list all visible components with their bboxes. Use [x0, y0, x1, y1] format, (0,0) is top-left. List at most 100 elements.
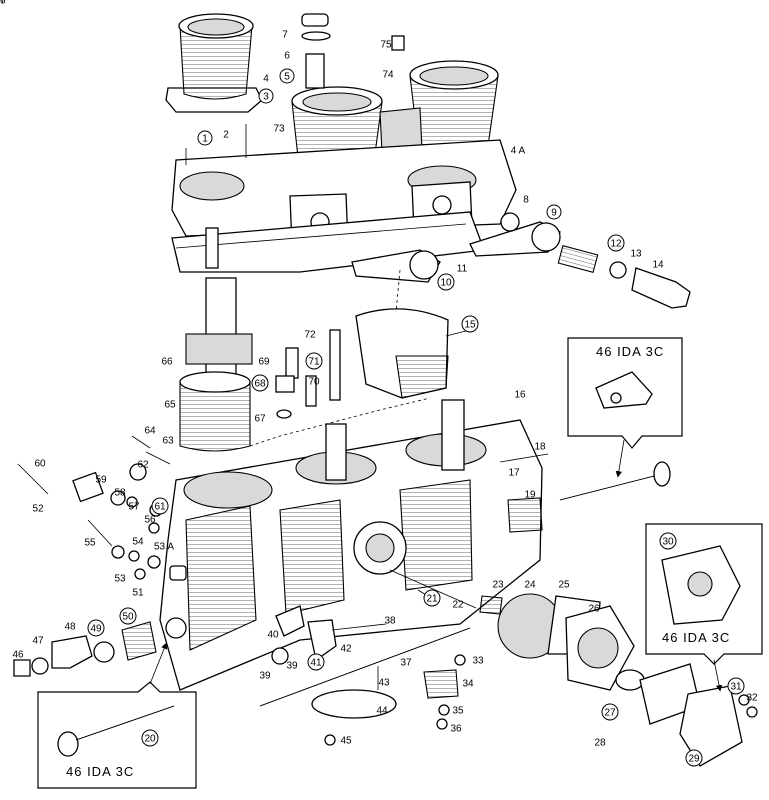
callout-text: 33	[472, 656, 484, 667]
callout-text: 54	[132, 537, 144, 548]
callout-text: 17	[508, 468, 520, 479]
callout-text: 22	[452, 600, 464, 611]
callout-text: 4	[263, 74, 269, 85]
callout-circle	[546, 204, 562, 220]
callout-text: 19	[524, 490, 536, 501]
callout-19: 19	[524, 490, 536, 501]
callout-5: 5	[279, 68, 295, 84]
callout-text: 60	[34, 459, 46, 470]
callout-text: 29	[688, 754, 700, 765]
callout-text: 49	[90, 624, 102, 635]
callout-77: 77	[0, 0, 6, 7]
callout-text: 59	[95, 475, 107, 486]
callout-24: 24	[524, 580, 536, 591]
callout-circle	[119, 607, 137, 625]
callout-text: 2	[223, 130, 229, 141]
callout-30: 30	[659, 532, 677, 550]
callout-64: 64	[144, 426, 156, 437]
callout-35: 35	[452, 706, 464, 717]
float-assembly	[179, 227, 253, 452]
callout-circle	[151, 497, 169, 515]
callout-38: 38	[384, 616, 396, 627]
callout-text: 51	[132, 588, 144, 599]
callout-text: 9	[551, 208, 557, 219]
callout-circle	[659, 532, 677, 550]
inset-arrow-right	[713, 659, 723, 692]
callout-text: 28	[594, 738, 606, 749]
callout-55: 55	[84, 538, 96, 549]
callout-text: 10	[440, 278, 452, 289]
intake-trumpet-left	[165, 13, 263, 113]
callout-text: 14	[652, 260, 664, 271]
callout-text: 12	[610, 239, 622, 250]
callout-circle	[461, 315, 479, 333]
callout-text: 73	[273, 124, 285, 135]
callout-text: 74	[382, 70, 394, 81]
callout-39: 39	[259, 671, 271, 682]
callout-text: 11	[457, 264, 468, 275]
callout-25: 25	[558, 580, 570, 591]
callout-text: 16	[514, 390, 526, 401]
callout-text: 26	[588, 604, 600, 615]
callout-text: 53	[114, 574, 126, 585]
callout-text: 64	[144, 426, 156, 437]
callout-text: 70	[308, 377, 320, 388]
callout-65: 65	[164, 400, 176, 411]
accelerator-pump	[497, 593, 758, 767]
callout-text: 35	[452, 706, 464, 717]
callout-13: 13	[630, 249, 642, 260]
callout-72: 72	[304, 330, 316, 341]
callout-54: 54	[132, 537, 144, 548]
callout-text: 44	[376, 706, 388, 717]
callout-6: 6	[284, 51, 290, 62]
callout-circle	[258, 88, 274, 104]
callout-53: 53	[114, 574, 126, 585]
callout-text: 34	[462, 679, 474, 690]
callout-1: 1	[197, 130, 213, 146]
callout-text: 39	[259, 671, 271, 682]
callout-40: 40	[267, 630, 279, 641]
callout-text: 75	[380, 40, 392, 51]
callout-70: 70	[308, 377, 320, 388]
inset-top-right: 46 IDA 3C	[567, 337, 683, 449]
callout-text: 31	[730, 682, 742, 693]
callout-text: 41	[310, 658, 322, 669]
callout-text: 3	[263, 92, 269, 103]
callout-61: 61	[151, 497, 169, 515]
callout-text: 47	[32, 636, 44, 647]
callout-26: 26	[588, 604, 600, 615]
alignment-line	[395, 269, 401, 313]
callout-52: 52	[32, 504, 44, 515]
callout-45: 45	[340, 736, 352, 747]
callout-51: 51	[132, 588, 144, 599]
callout-3: 3	[258, 88, 274, 104]
callout-56: 56	[144, 515, 156, 526]
callout-50: 50	[119, 607, 137, 625]
callout-44: 44	[376, 706, 388, 717]
callout-28: 28	[594, 738, 606, 749]
adjusters-69-74	[275, 329, 341, 419]
callout-41: 41	[307, 653, 325, 671]
callout-text: 39	[286, 661, 298, 672]
callout-text: 77	[0, 0, 6, 7]
callout-43: 43	[378, 678, 390, 689]
callout-46: 46	[12, 650, 24, 661]
callout-text: 56	[144, 515, 156, 526]
callout-text: 4 A	[511, 146, 526, 157]
callout-58: 58	[114, 488, 126, 499]
callout-text: 58	[114, 488, 126, 499]
callout-39: 39	[286, 661, 298, 672]
callout-text: 18	[534, 442, 546, 453]
callout-text: 30	[662, 537, 674, 548]
callout-20: 20	[141, 729, 159, 747]
left-small-parts	[13, 435, 187, 677]
callout-67: 67	[254, 414, 266, 425]
carburetor-main-body	[159, 399, 543, 691]
callout-circle	[727, 677, 745, 695]
callout-text: 5	[284, 72, 290, 83]
callout-text: 15	[464, 320, 476, 331]
inset-right: 46 IDA 3C	[645, 523, 763, 665]
callout-7: 7	[282, 30, 288, 41]
callout-text: 25	[558, 580, 570, 591]
